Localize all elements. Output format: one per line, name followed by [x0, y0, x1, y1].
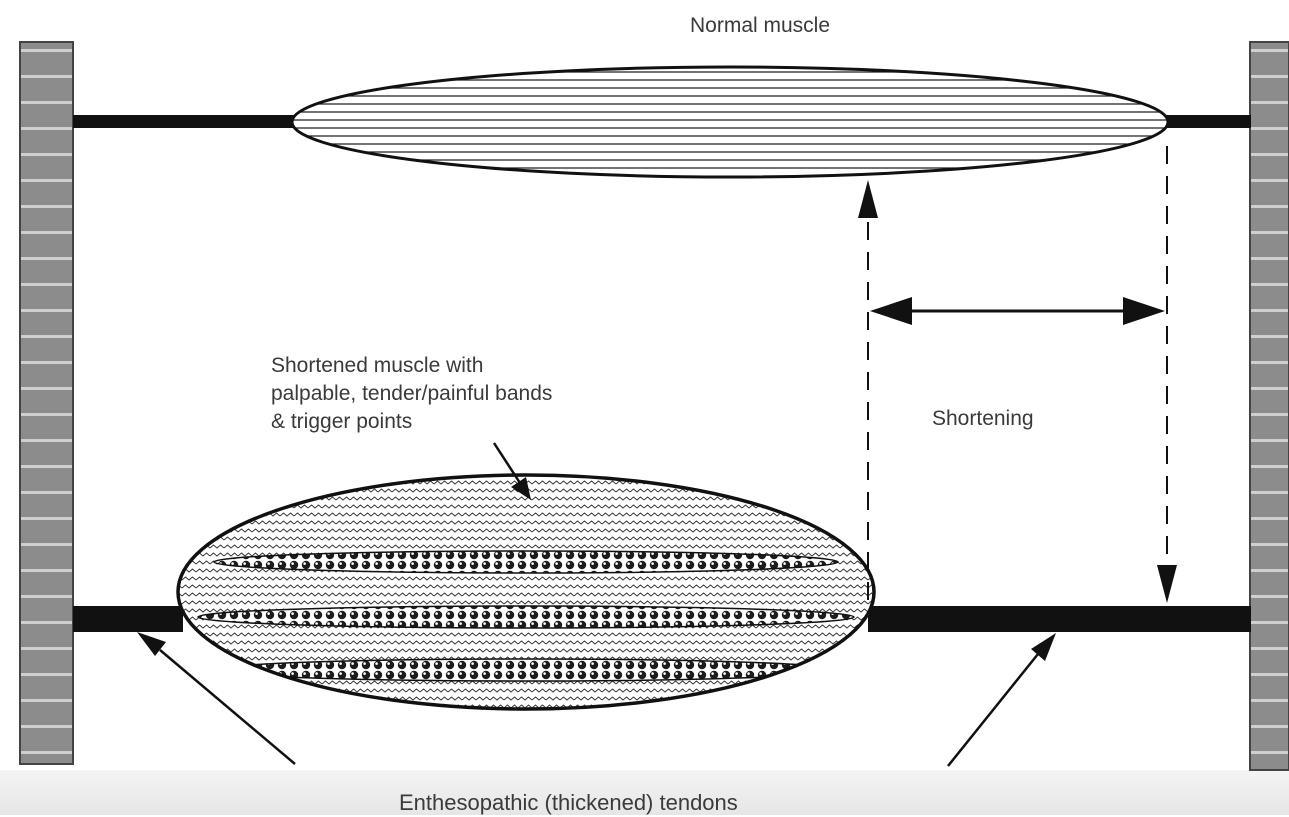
shortening-arrow	[870, 297, 1165, 325]
short-left-tendon	[73, 606, 183, 632]
taut-band-middle	[198, 606, 854, 628]
normal-right-tendon	[1165, 115, 1251, 128]
normal-left-tendon	[73, 115, 295, 128]
shortened-muscle-label-line-3: & trigger points	[271, 408, 552, 436]
taut-band-top	[214, 551, 838, 573]
guide-arrow-down	[1157, 565, 1177, 603]
shortened-muscle-label-line-2: palpable, tender/painful bands	[271, 380, 552, 408]
tendon-pointer-arrow-right	[948, 633, 1056, 766]
tendons-label: Enthesopathic (thickened) tendons	[399, 789, 738, 817]
normal-muscle	[280, 67, 1180, 177]
left-bone	[20, 42, 73, 764]
taut-band-bottom	[214, 659, 838, 681]
shortened-muscle	[178, 475, 874, 709]
guide-arrow-up	[858, 180, 878, 218]
shortened-muscle-label: Shortened muscle with palpable, tender/p…	[271, 352, 552, 436]
shortened-muscle-label-line-1: Shortened muscle with	[271, 352, 552, 380]
shortening-label: Shortening	[932, 405, 1034, 433]
normal-muscle-label: Normal muscle	[690, 12, 830, 40]
short-right-tendon	[868, 606, 1251, 632]
right-bone	[1250, 42, 1289, 770]
